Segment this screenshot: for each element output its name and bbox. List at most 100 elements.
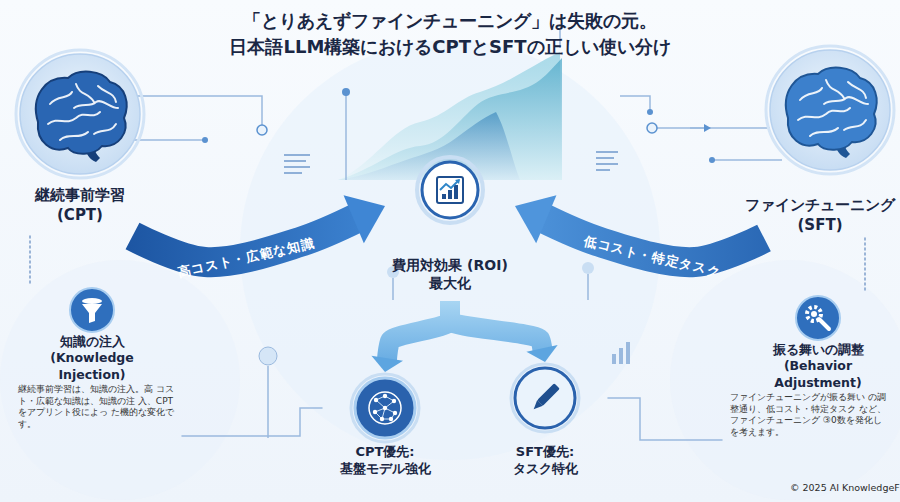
- decoration: [612, 354, 616, 364]
- node-heading: 継続事前学習 (CPT): [25, 186, 135, 225]
- decoration: [596, 151, 618, 153]
- decoration: [766, 46, 894, 174]
- decoration: [596, 163, 618, 165]
- brain-icon: [16, 50, 144, 178]
- decoration: [437, 177, 463, 203]
- decoration: [537, 383, 560, 406]
- decoration: [373, 410, 377, 414]
- decoration: [36, 72, 127, 154]
- decoration: [392, 399, 396, 403]
- background-glow: [0, 40, 900, 500]
- brain-icon: [766, 46, 894, 174]
- decoration: [811, 311, 817, 317]
- decoration: [810, 128, 838, 136]
- decoration: [440, 180, 459, 190]
- decoration: [417, 157, 483, 223]
- decoration: [455, 179, 460, 184]
- decoration: [798, 108, 850, 120]
- decoration: [670, 260, 900, 500]
- funnel-icon: [70, 288, 114, 332]
- decoration: [582, 262, 594, 274]
- arrow-head: [344, 195, 385, 243]
- decoration: [257, 125, 267, 135]
- connector-line: [29, 236, 31, 286]
- node-heading: 費用対効果 (ROI) 最大化: [385, 256, 515, 292]
- decoration: [786, 68, 877, 150]
- decoration: [824, 97, 868, 104]
- decoration: [587, 274, 589, 300]
- concept-node: 知識の注入 (Knowledge Injection)継続事前学習は、知識の注入…: [12, 286, 182, 456]
- decoration: [383, 406, 387, 410]
- decoration: [531, 383, 560, 412]
- edge-label: 低コスト・特定タスク: [581, 232, 721, 281]
- decoration: [392, 278, 394, 300]
- decoration: [50, 92, 72, 104]
- roi-icon: [417, 157, 483, 223]
- decoration: [94, 124, 116, 134]
- concept-node: ファインチューニング (SFT): [740, 48, 900, 238]
- concept-node: CPT優先: 基盤モデル強化: [322, 372, 448, 490]
- pen-icon: [511, 364, 579, 432]
- decoration: [74, 101, 118, 108]
- circuit-link: [608, 398, 722, 440]
- decoration: [345, 92, 347, 180]
- circuit-dots: [202, 88, 715, 365]
- decoration: [690, 127, 705, 129]
- decoration: [620, 96, 650, 110]
- node-body: ファインチューニングが振る舞い の調整通り、低コスト・特定タスク など、ファイン…: [730, 392, 890, 439]
- branch-arrow: [450, 301, 558, 362]
- decoration: [531, 400, 543, 412]
- decoration: [709, 157, 715, 163]
- decoration: [596, 169, 610, 171]
- decoration: [284, 160, 306, 162]
- decoration: [202, 137, 208, 143]
- decoration: [76, 84, 94, 102]
- circuit-link: [182, 408, 322, 436]
- decoration: [422, 162, 478, 218]
- decoration: [770, 50, 890, 170]
- edge-label: 高コスト・広範な知識: [176, 233, 317, 281]
- decoration: [380, 417, 384, 421]
- decoration: [259, 347, 277, 365]
- decoration: [82, 304, 102, 323]
- decoration: [647, 109, 653, 115]
- decoration: [48, 112, 100, 124]
- connector-line: [864, 238, 866, 290]
- decoration: [70, 288, 114, 332]
- circuit-lines: [122, 30, 782, 438]
- decoration: [369, 392, 401, 424]
- concept-node: 継続事前学習 (CPT): [5, 50, 155, 236]
- decoration: [596, 157, 614, 159]
- decoration: [442, 194, 446, 199]
- decoration: [515, 368, 575, 428]
- decoration: [393, 411, 397, 415]
- dotted-link: [30, 236, 31, 286]
- decoration: [60, 132, 88, 140]
- branch-arrow: [371, 301, 450, 372]
- decoration: [342, 88, 350, 96]
- dotted-link: [865, 238, 866, 290]
- node-heading: 知識の注入 (Knowledge Injection): [37, 334, 147, 383]
- decoration: [619, 348, 623, 364]
- decoration: [712, 159, 782, 161]
- decoration: [383, 394, 387, 398]
- decoration: [374, 398, 378, 402]
- decoration: [0, 260, 240, 500]
- connector-line: [450, 301, 542, 350]
- bar-icon: [612, 342, 630, 364]
- decoration: [355, 378, 415, 438]
- decoration: [826, 80, 844, 98]
- decoration: [796, 296, 840, 340]
- node-heading: CPT優先: 基盤モデル強化: [335, 444, 435, 478]
- arrow-head: [371, 356, 403, 372]
- decoration: [656, 127, 770, 129]
- arrow-head: [526, 345, 557, 362]
- node-heading: SFT優先: タスク特化: [495, 444, 595, 478]
- decoration: [454, 185, 458, 199]
- decoration: [511, 364, 579, 432]
- decoration: [284, 166, 310, 168]
- decoration: [647, 123, 657, 133]
